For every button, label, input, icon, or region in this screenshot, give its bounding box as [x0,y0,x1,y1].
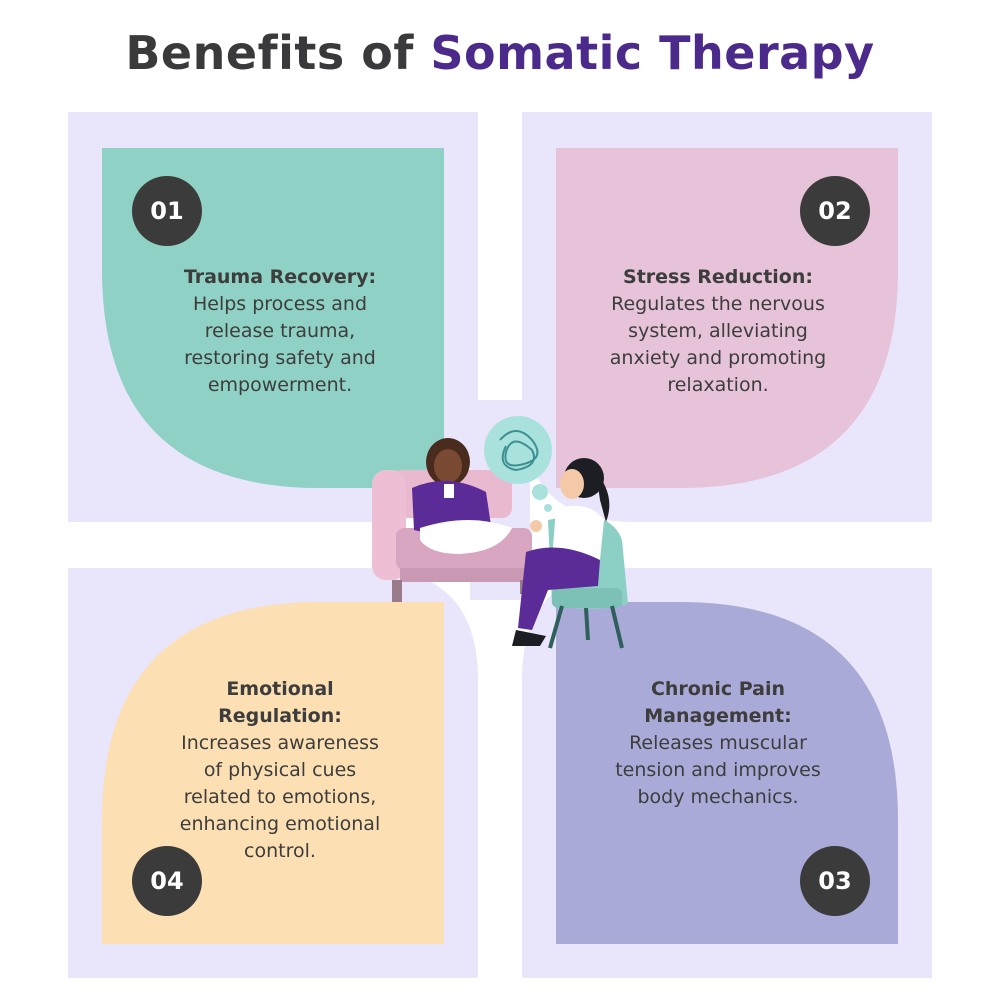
petal-01-line: empowerment. [207,374,353,396]
petal-04-line: control. [244,840,316,862]
petal-02-number-badge: 02 [800,176,870,246]
petal-03-line: tension and improves [615,759,821,781]
petal-04-number-badge: 04 [132,846,202,916]
petal-04-text: Emotional Regulation: Increases awarenes… [150,676,410,865]
petal-02-line: Regulates the nervous [611,293,825,315]
thought-bubble-icon [484,416,552,512]
petal-01-number-badge: 01 [132,176,202,246]
title-accent: Somatic Therapy [430,26,875,80]
client-figure-icon [412,438,512,554]
petal-02-line: anxiety and promoting [609,347,827,369]
petal-03-line: body mechanics. [637,786,799,808]
title-prefix: Benefits of [125,26,414,80]
petal-04-line: related to emotions, [183,786,377,808]
therapist-figure-icon [512,458,610,646]
petal-01-line: Helps process and [192,293,368,315]
petal-03-text: Chronic Pain Management: Releases muscul… [588,676,848,811]
petal-04-line: enhancing emotional [179,813,381,835]
petal-03-number-badge: 03 [800,846,870,916]
petal-04-line: Increases awareness [181,732,379,754]
petal-04-line: of physical cues [203,759,357,781]
petal-04-heading: Regulation: [218,705,342,727]
petal-03-heading: Management: [644,705,792,727]
petal-04-heading: Emotional [226,678,334,700]
petal-03-heading: Chronic Pain [650,678,786,700]
petal-02-heading: Stress Reduction: [623,266,813,288]
petal-01-text: Trauma Recovery: Helps process and relea… [150,264,410,399]
petal-01-line: release trauma, [204,320,356,342]
petal-01-line: restoring safety and [184,347,376,369]
petal-02-text: Stress Reduction: Regulates the nervous … [588,264,848,399]
page-title: Benefits of Somatic Therapy [0,26,1000,80]
petal-02-line: system, alleviating [628,320,808,342]
petal-02-line: relaxation. [667,374,769,396]
therapy-illustration [372,416,628,649]
petal-03-line: Releases muscular [629,732,807,754]
petal-01-heading: Trauma Recovery: [183,266,377,288]
